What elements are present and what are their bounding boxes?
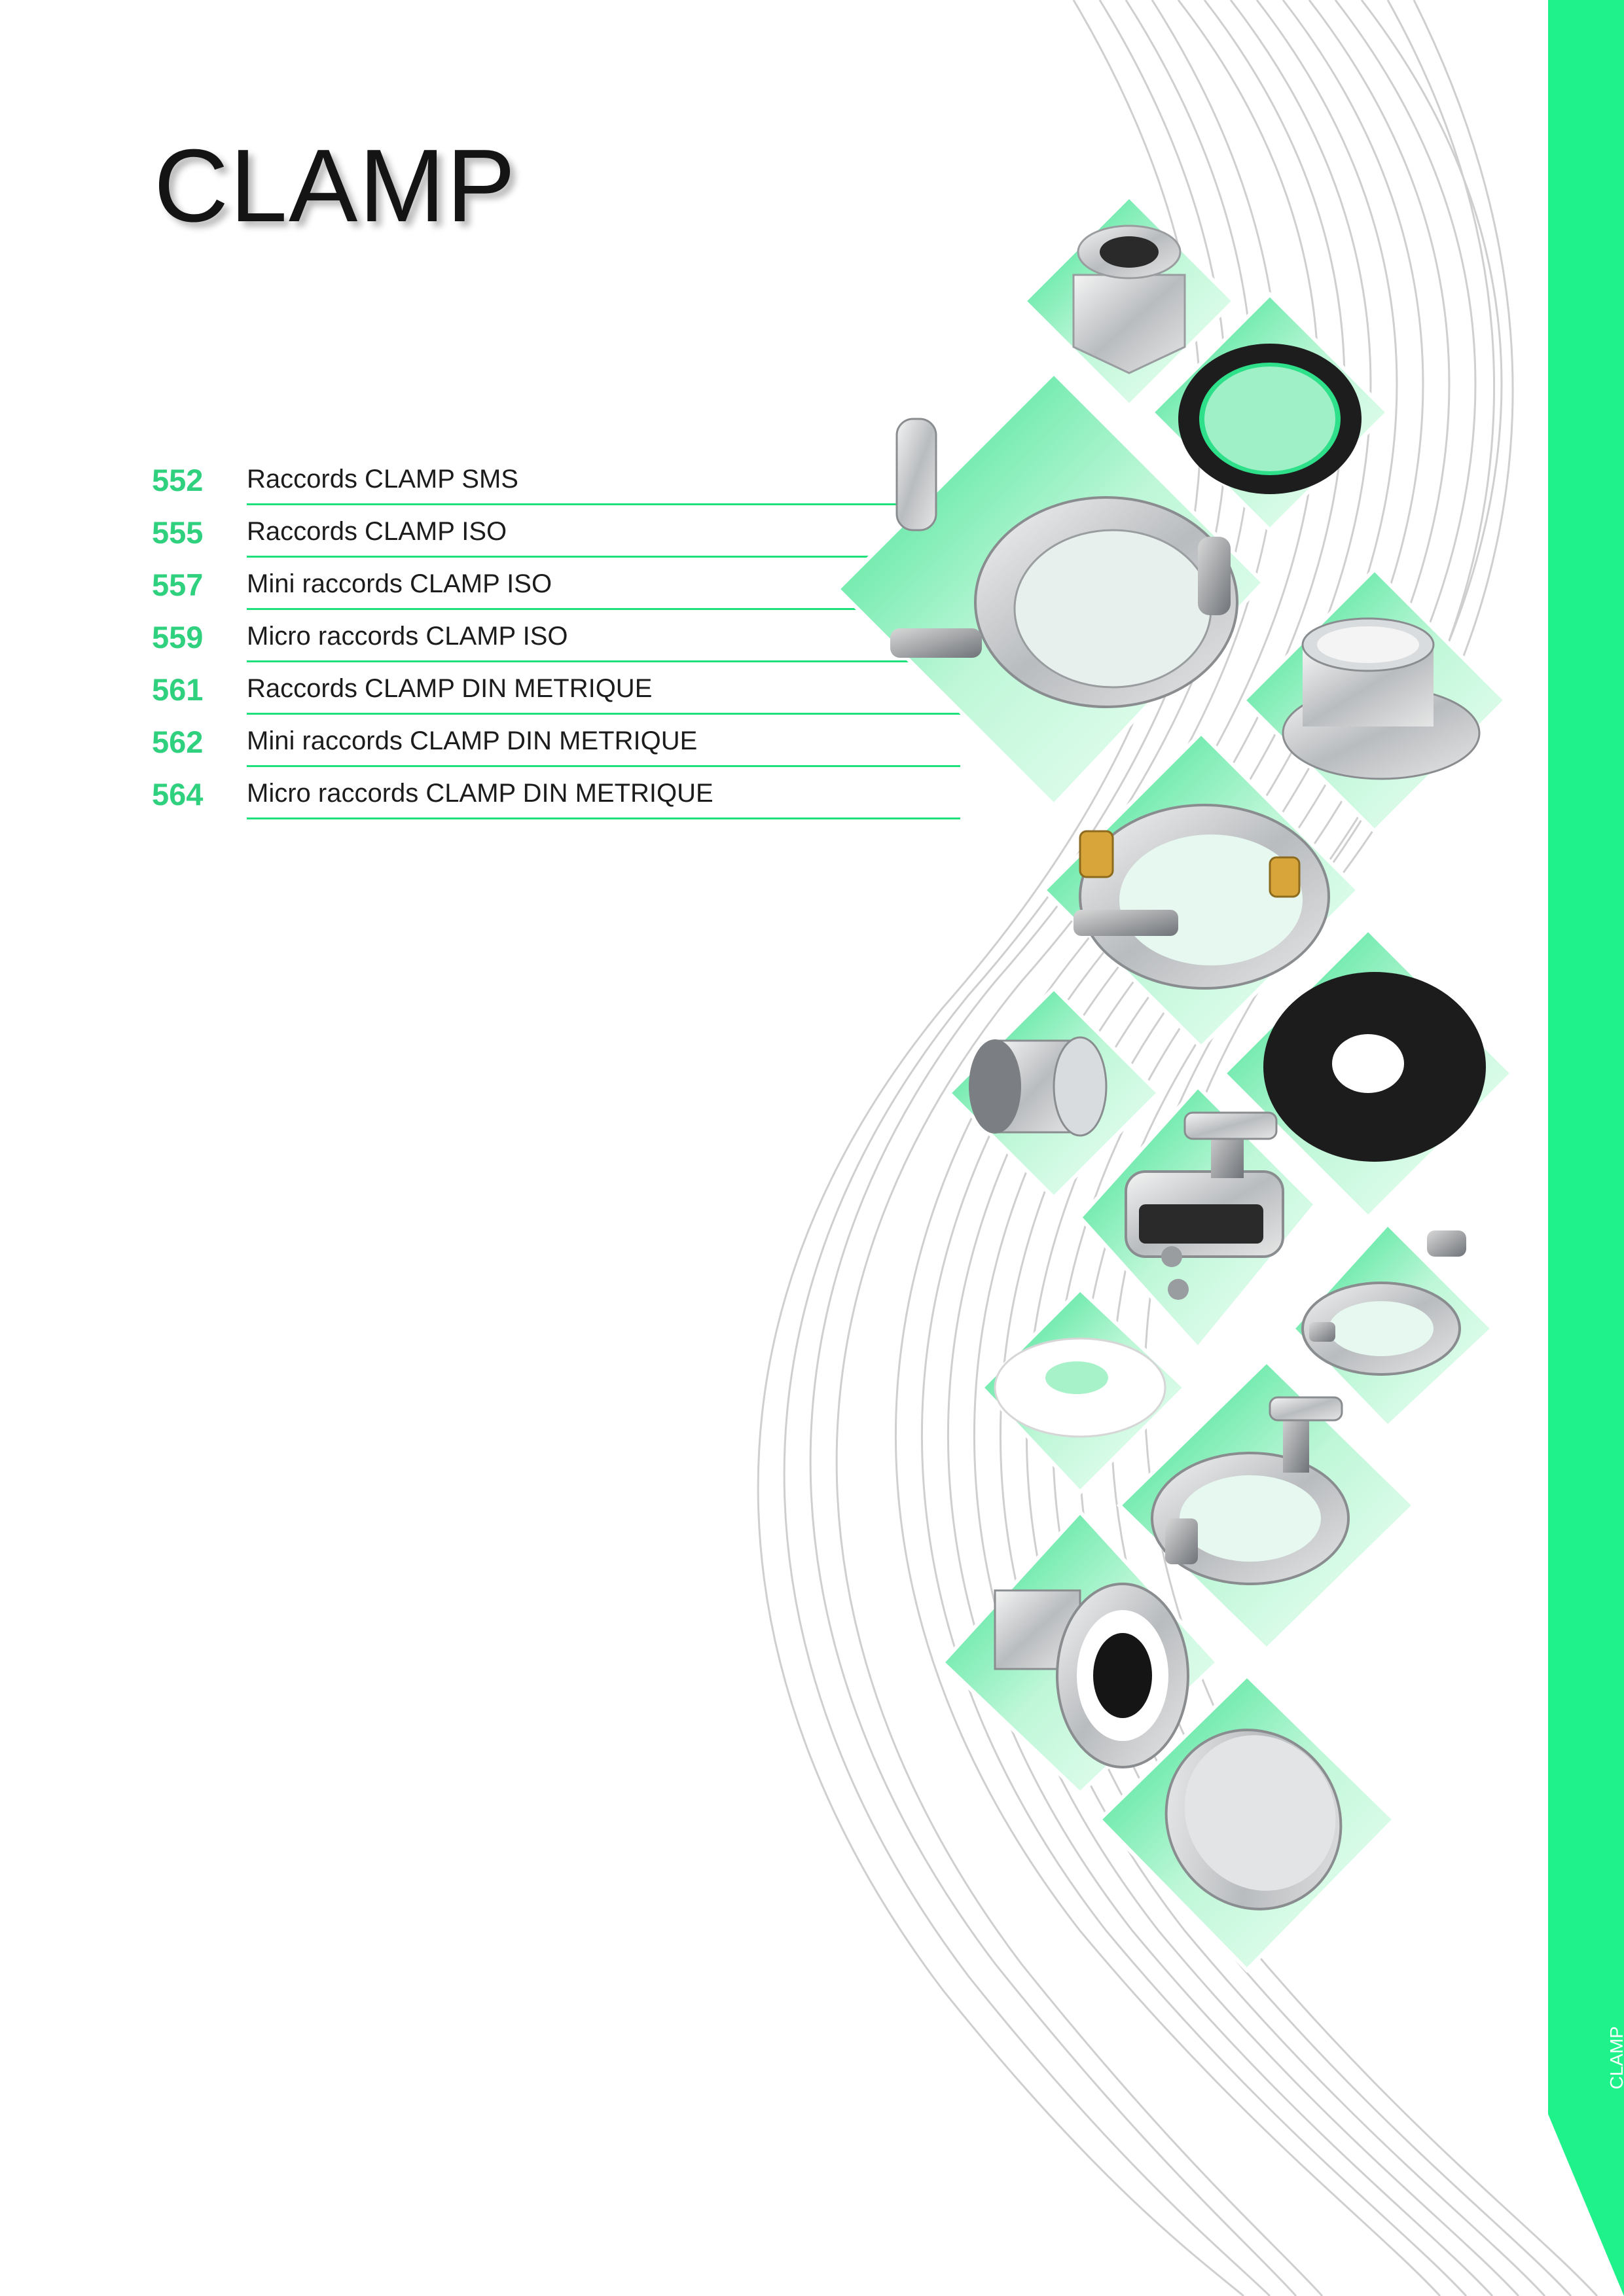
toc-item[interactable]: 552 Raccords CLAMP SMS — [152, 452, 964, 505]
toc-item[interactable]: 564 Micro raccords CLAMP DIN METRIQUE — [152, 766, 964, 819]
side-tab — [1548, 0, 1624, 2296]
clamp-collar-icon — [835, 370, 1267, 808]
toc-page-number: 557 — [152, 567, 204, 602]
toc-item[interactable]: 562 Mini raccords CLAMP DIN METRIQUE — [152, 713, 964, 767]
toc-divider — [247, 503, 960, 505]
toc-divider — [247, 556, 960, 558]
toc-page-number: 552 — [152, 463, 204, 497]
blank-cap-icon — [1096, 1672, 1398, 1973]
table-of-contents: 552 Raccords CLAMP SMS 555 Raccords CLAM… — [152, 452, 964, 819]
gasket-ring-icon — [1149, 291, 1391, 533]
hex-nut-icon — [1021, 193, 1237, 409]
toc-divider — [247, 608, 960, 610]
toc-label: Raccords CLAMP SMS — [247, 465, 518, 493]
toc-page-number: 564 — [152, 777, 204, 812]
toc-label: Micro raccords CLAMP ISO — [247, 622, 568, 651]
toc-label: Raccords CLAMP DIN METRIQUE — [247, 674, 653, 703]
wing-clamp-large-icon — [1116, 1358, 1417, 1653]
short-ferrule-icon — [946, 985, 1162, 1201]
mini-clamp-icon — [1290, 1221, 1496, 1430]
side-tab-label: CLAMP — [1606, 2026, 1624, 2090]
toc-item[interactable]: 555 Raccords CLAMP ISO — [152, 504, 964, 558]
wing-clamp-icon — [1077, 1083, 1319, 1352]
toc-item[interactable]: 561 Raccords CLAMP DIN METRIQUE — [152, 661, 964, 715]
ferrule-icon — [1240, 566, 1509, 834]
toc-divider — [247, 817, 960, 819]
toc-divider — [247, 765, 960, 767]
toc-item[interactable]: 557 Mini raccords CLAMP ISO — [152, 556, 964, 610]
toc-label: Raccords CLAMP ISO — [247, 517, 507, 546]
toc-label: Mini raccords CLAMP ISO — [247, 569, 552, 598]
toc-page-number: 555 — [152, 515, 204, 550]
toc-divider — [247, 713, 960, 715]
hinged-clamp-icon — [1041, 730, 1362, 1050]
page-title: CLAMP — [154, 128, 517, 243]
toc-page-number: 561 — [152, 672, 204, 707]
flanged-ferrule-icon — [939, 1509, 1221, 1797]
ptfe-gasket-icon — [979, 1286, 1188, 1496]
toc-label: Mini raccords CLAMP DIN METRIQUE — [247, 726, 698, 755]
toc-divider — [247, 660, 960, 662]
flat-gasket-icon — [1221, 926, 1515, 1221]
toc-label: Micro raccords CLAMP DIN METRIQUE — [247, 779, 713, 808]
toc-page-number: 559 — [152, 620, 204, 655]
toc-page-number: 562 — [152, 725, 204, 759]
toc-item[interactable]: 559 Micro raccords CLAMP ISO — [152, 609, 964, 662]
